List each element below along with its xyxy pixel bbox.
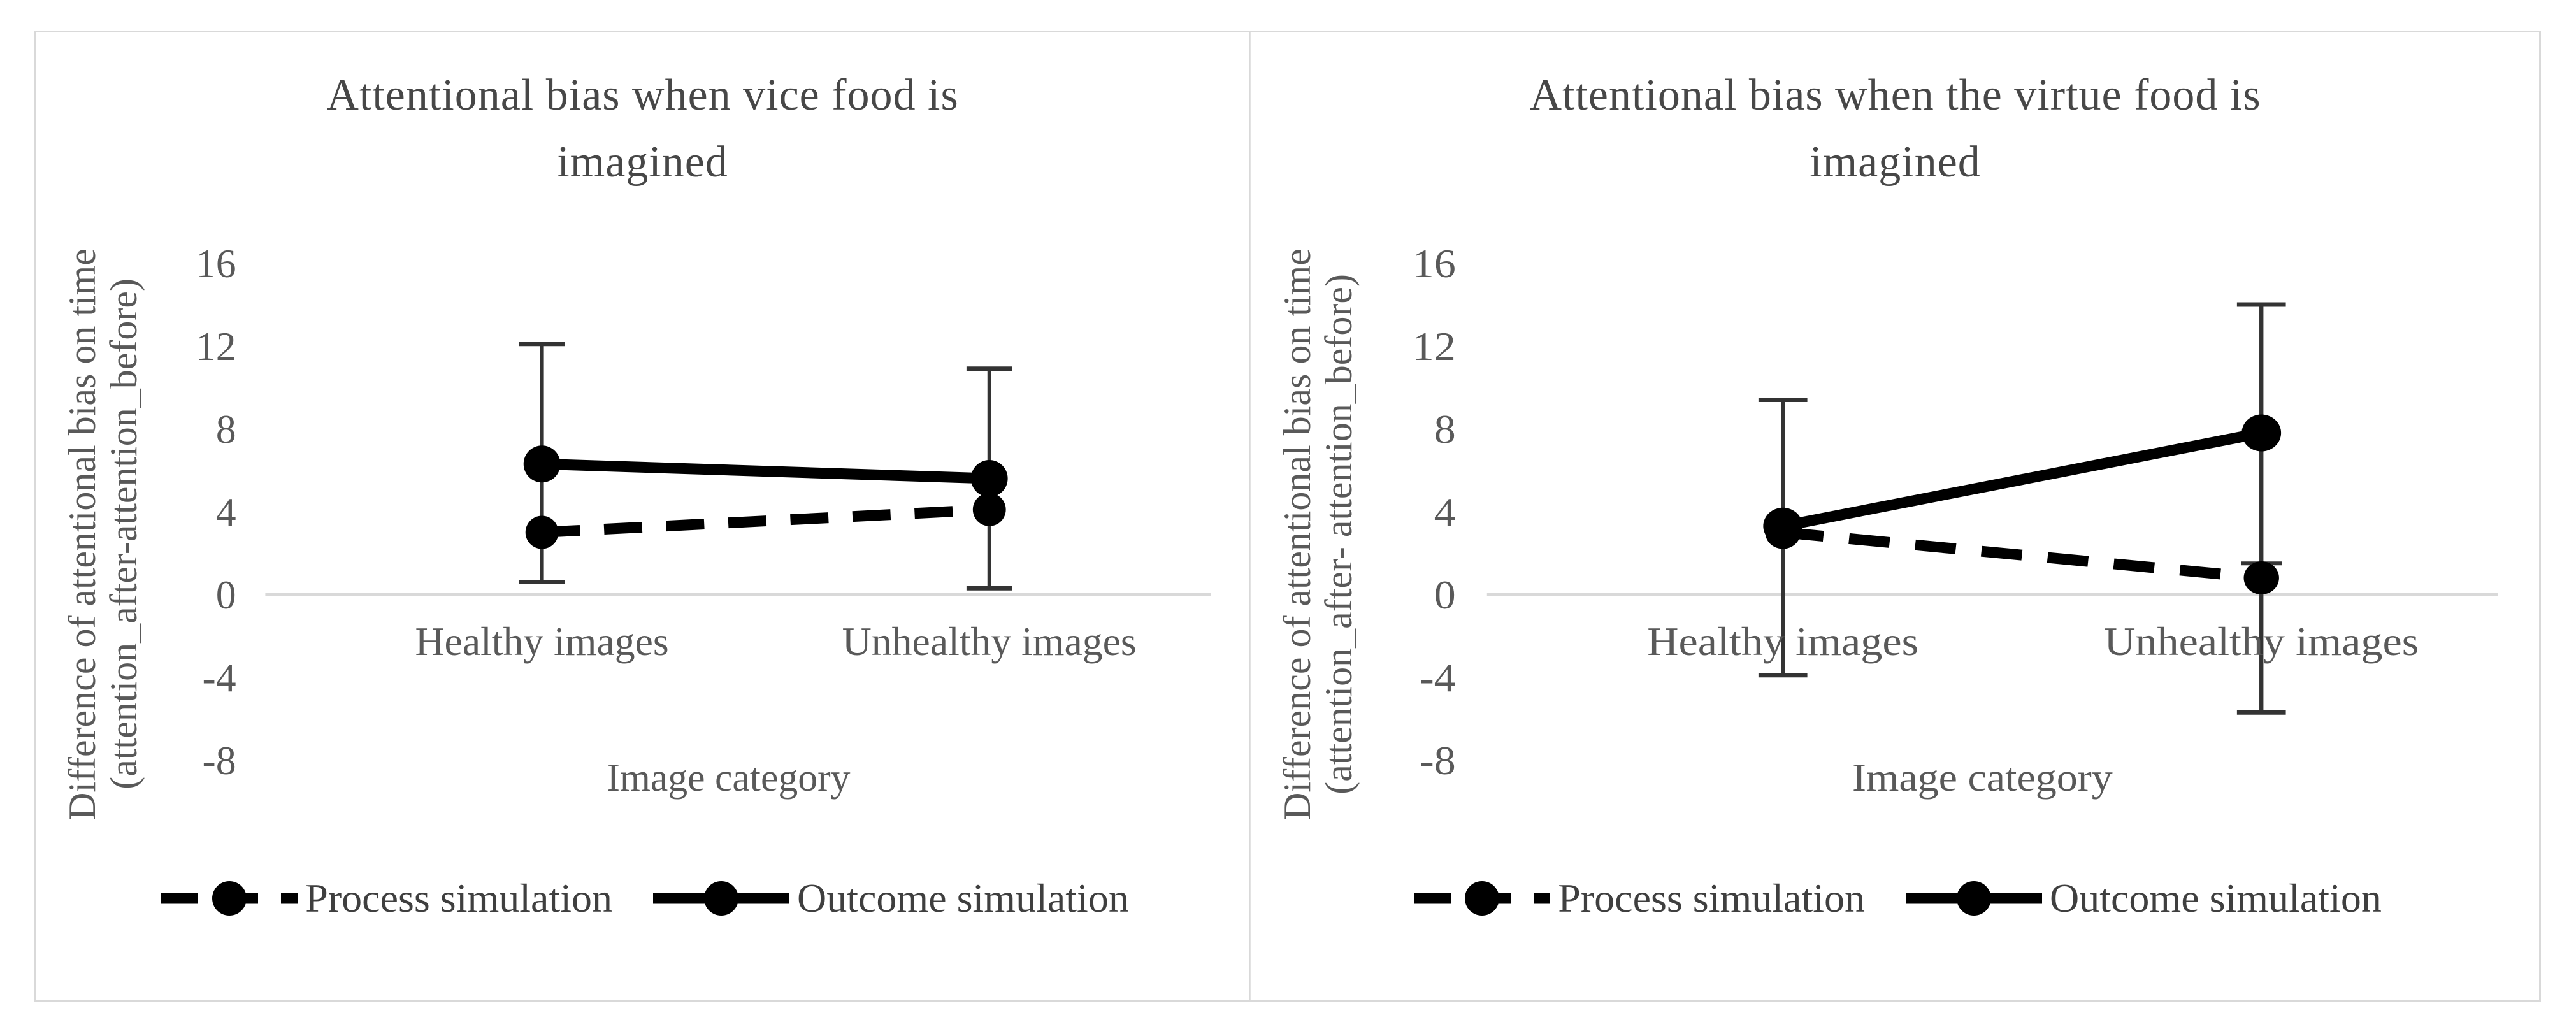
chart-panel-vice-food: Attentional bias when vice food is imagi… [36, 32, 1251, 1000]
data-point-marker [1763, 507, 1803, 545]
y-tick-label: -8 [1420, 738, 1456, 784]
solid-series-line [542, 458, 990, 484]
plot-area-row: Difference of attentional bias on time (… [36, 199, 1249, 868]
legend-item-outcome-simulation: Outcome simulation [1901, 875, 2382, 922]
solid-line-sample-icon [1906, 881, 2042, 916]
plot-canvas: 16 12 8 4 0 -4 -8 Healthy images Unhealthy image… [196, 241, 1211, 800]
figure-frame: Attentional bias when vice food is imagi… [34, 31, 2541, 1002]
x-category-label: Unhealthy images [2104, 619, 2419, 665]
chart-title: Attentional bias when the virtue food is… [1251, 62, 2539, 196]
x-category-label: Healthy images [1647, 619, 1918, 665]
dashed-series-line [542, 504, 990, 538]
x-category-label: Healthy images [415, 619, 669, 664]
data-point-marker [2243, 561, 2279, 594]
y-axis-label: Difference of attentional bias on time (… [1251, 199, 1385, 868]
dashed-line-sample-icon [1414, 881, 1551, 916]
data-point-marker [525, 515, 559, 549]
y-tick-label: 16 [196, 241, 236, 286]
data-point-marker [970, 460, 1008, 497]
y-axis-label-line2: (attention_after- attention_before) [1318, 273, 1360, 795]
x-axis-title: Image category [1852, 756, 2113, 800]
y-tick-label: 0 [216, 572, 236, 617]
y-tick-label: 4 [216, 489, 236, 535]
legend-item-process-simulation: Process simulation [1409, 875, 1865, 922]
legend-label: Process simulation [1558, 875, 1865, 921]
data-point-marker [2241, 414, 2282, 452]
y-tick-label: -4 [202, 655, 236, 700]
legend-label: Outcome simulation [2050, 875, 2382, 921]
y-tick-label: -4 [1420, 656, 1456, 701]
plot-area-row: Difference of attentional bias on time (… [1251, 199, 2539, 868]
legend-item-outcome-simulation: Outcome simulation [648, 875, 1129, 922]
legend: Process simulation Outcome simulation [36, 875, 1249, 922]
chart-title: Attentional bias when vice food is imagi… [36, 62, 1249, 196]
y-axis-label-line2: (attention_after-attention_before) [103, 278, 145, 789]
legend-label: Process simulation [305, 875, 612, 921]
y-tick-label: 12 [1413, 324, 1456, 370]
chart-panel-virtue-food: Attentional bias when the virtue food is… [1250, 32, 2539, 1000]
y-axis-label-line1: Difference of attentional bias on time [1276, 248, 1319, 820]
y-tick-label: 0 [1434, 573, 1456, 618]
solid-line-sample-icon [653, 881, 789, 916]
y-tick-label: 8 [1434, 407, 1456, 452]
y-tick-label: 8 [216, 407, 236, 452]
chart-title-line1: Attentional bias when the virtue food is [1529, 71, 2261, 120]
chart-title-line2: imagined [557, 138, 728, 187]
x-axis-title: Image category [607, 756, 850, 800]
y-tick-label: 4 [1434, 490, 1456, 535]
data-point-marker [972, 493, 1006, 526]
y-axis-label: Difference of attentional bias on time (… [36, 199, 170, 868]
dashed-series-line [1782, 527, 2263, 584]
x-category-label: Unhealthy images [842, 619, 1137, 664]
y-axis-label-line1: Difference of attentional bias on time [61, 248, 103, 820]
legend-label: Outcome simulation [797, 875, 1129, 921]
dashed-line-sample-icon [161, 881, 298, 916]
chart-title-line1: Attentional bias when vice food is [326, 71, 959, 120]
chart-title-line2: imagined [1810, 138, 1981, 187]
legend-item-process-simulation: Process simulation [156, 875, 612, 922]
y-tick-label: -8 [202, 738, 236, 783]
y-tick-label: 12 [196, 324, 236, 369]
plot-canvas: 16 12 8 4 0 -4 -8 Healthy images Unhealthy image… [1413, 241, 2499, 800]
solid-series-line [1781, 428, 2263, 532]
y-tick-label: 16 [1413, 241, 1456, 287]
legend: Process simulation Outcome simulation [1251, 875, 2539, 922]
data-point-marker [523, 445, 561, 483]
